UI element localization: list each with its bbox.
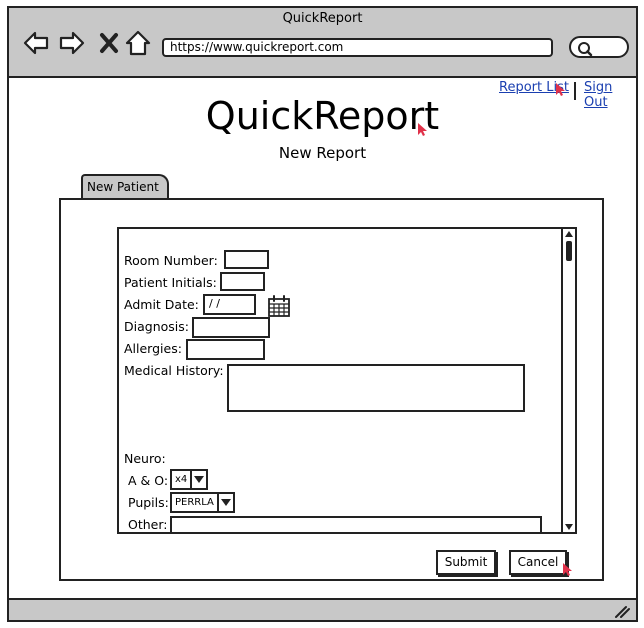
patient-form: Room Number: Patient Initials: Admit Dat… [117, 227, 577, 534]
close-x-icon[interactable] [94, 28, 124, 58]
pupils-value: PERRLA [170, 492, 217, 513]
other-input[interactable] [170, 516, 542, 532]
window-title: QuickReport [282, 11, 363, 26]
home-icon[interactable] [123, 28, 153, 58]
scrollbar-thumb[interactable] [566, 241, 572, 261]
submit-button[interactable]: Submit [436, 550, 496, 575]
url-bar[interactable]: https://www.quickreport.com [162, 38, 553, 57]
chevron-down-icon[interactable] [190, 469, 209, 490]
search-icon [578, 42, 593, 57]
allergies-input[interactable] [186, 339, 265, 360]
scroll-up-icon[interactable] [563, 229, 575, 239]
a-and-o-value: x4 [170, 469, 191, 490]
back-arrow-icon[interactable] [21, 28, 51, 58]
calendar-icon[interactable] [267, 294, 291, 318]
browser-search-field[interactable] [569, 36, 629, 58]
pupils-select[interactable]: PERRLA [170, 492, 235, 513]
cursor-marker-icon [418, 123, 427, 136]
form-scrollbar[interactable] [561, 229, 575, 532]
diagnosis-label: Diagnosis: [124, 319, 189, 334]
scroll-down-icon[interactable] [563, 522, 575, 532]
allergies-label: Allergies: [124, 341, 182, 356]
diagnosis-input[interactable] [192, 317, 270, 338]
page-subtitle: New Report [278, 144, 367, 162]
browser-titlebar: QuickReport https://www.quickreport.com [9, 8, 636, 78]
pupils-label: Pupils: [128, 495, 169, 510]
forward-arrow-icon[interactable] [57, 28, 87, 58]
medical-history-label: Medical History: [124, 363, 224, 378]
status-bar [9, 598, 636, 620]
medical-history-textarea[interactable] [227, 364, 525, 412]
cursor-marker-icon [563, 563, 572, 576]
admit-date-label: Admit Date: [124, 297, 199, 312]
a-and-o-label: A & O: [128, 473, 169, 488]
cursor-marker-icon [556, 83, 565, 96]
cancel-button[interactable]: Cancel [509, 550, 567, 575]
patient-initials-input[interactable] [220, 272, 265, 291]
resize-grip-icon[interactable] [614, 604, 630, 618]
room-number-label: Room Number: [124, 253, 218, 268]
tab-new-patient[interactable]: New Patient [81, 174, 169, 199]
browser-window: QuickReport https://www.quickreport.com … [7, 6, 638, 622]
patient-initials-label: Patient Initials: [124, 275, 217, 290]
link-separator [574, 82, 576, 100]
tab-panel: Room Number: Patient Initials: Admit Dat… [59, 198, 604, 581]
sign-out-link[interactable]: Sign Out [584, 80, 613, 110]
a-and-o-select[interactable]: x4 [170, 469, 209, 490]
neuro-heading: Neuro: [124, 451, 166, 466]
admit-date-input[interactable]: / / [203, 294, 256, 315]
other-label: Other: [128, 517, 168, 532]
app-title: QuickReport [205, 94, 440, 138]
chevron-down-icon[interactable] [216, 492, 235, 513]
report-list-link[interactable]: Report List [499, 80, 569, 95]
room-number-input[interactable] [224, 250, 269, 269]
